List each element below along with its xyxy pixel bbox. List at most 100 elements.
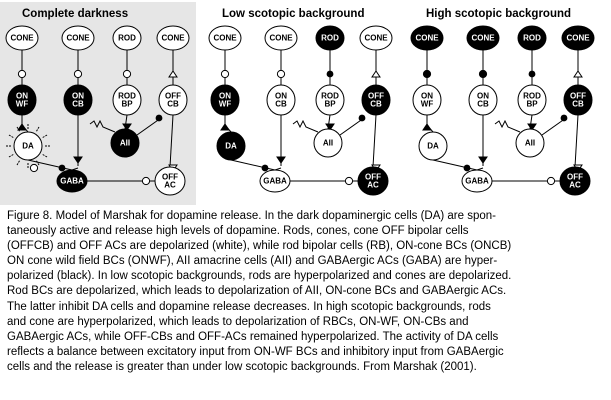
node-offcb: OFFCB <box>158 84 188 116</box>
node-rodbp-label: BP <box>526 100 538 109</box>
node-cone3-label: CONE <box>161 34 185 43</box>
dopamine-release-ray <box>36 125 40 132</box>
node-gaba-shape <box>259 169 291 193</box>
offcb-axon <box>372 114 377 168</box>
panel-title: Complete darkness <box>22 8 128 20</box>
node-offcb-label: OFF <box>165 92 181 101</box>
node-rod: ROD <box>315 25 345 51</box>
node-cone2: CONE <box>61 25 95 51</box>
node-gaba-shape <box>461 169 493 193</box>
node-cone1-label: CONE <box>415 34 439 43</box>
node-da-shape <box>13 131 43 161</box>
node-aii: AII <box>515 128 545 158</box>
node-offac-shape <box>559 166 591 196</box>
synapse-aii-offcb <box>560 114 568 122</box>
node-oncb-label: CB <box>275 100 287 109</box>
node-onwf-shape <box>210 84 240 116</box>
node-gaba-label: GABA <box>60 177 84 186</box>
node-offac-label: OFF <box>365 173 381 182</box>
node-da-label: DA <box>427 142 439 151</box>
node-offcb-label: CB <box>572 100 584 109</box>
onwf-da-connection <box>224 124 232 133</box>
dopamine-release-ray <box>42 134 49 138</box>
synapse-rodbp-aii <box>325 123 335 131</box>
node-onwf: ONWF <box>210 84 240 116</box>
node-aii-shape <box>110 128 140 158</box>
node-cone1: CONE <box>410 25 444 51</box>
node-offac-label: AC <box>569 181 581 190</box>
node-offcb-shape <box>361 84 391 116</box>
synapse-rod-rodbp <box>326 70 334 78</box>
caption-line: (OFFCB) and OFF ACs are depolarized (whi… <box>7 240 512 253</box>
aii-offcb-connection <box>136 117 162 136</box>
node-rod: ROD <box>112 25 142 51</box>
node-offac-label: AC <box>367 181 379 190</box>
node-cone1-shape <box>5 25 39 51</box>
node-cone3-shape <box>561 25 595 51</box>
node-rod-shape <box>315 25 345 51</box>
node-gaba: GABA <box>56 169 88 193</box>
synapse-cone-onwf-filled <box>423 70 431 78</box>
node-onwf-label: ON <box>16 92 28 101</box>
synapse-gaba-da <box>463 164 471 172</box>
caption-line: The latter inhibit DA cells and dopamine… <box>7 300 491 313</box>
node-cone1: CONE <box>5 25 39 51</box>
synapse-gaba-da <box>261 164 269 172</box>
gap-junction-oncb-aii <box>494 119 521 133</box>
node-oncb-label: CB <box>72 100 84 109</box>
node-onwf-label: ON <box>421 92 433 101</box>
node-da: DA <box>13 131 43 161</box>
node-cone3: CONE <box>156 25 190 51</box>
node-cone3: CONE <box>359 25 393 51</box>
node-offac-label: OFF <box>162 173 178 182</box>
node-aii-label: AII <box>525 139 535 148</box>
synapse-offac-gaba <box>141 176 151 186</box>
figure-caption: Figure 8. Model of Marshak for dopamine … <box>7 209 607 395</box>
synapse-cone-offcb <box>573 70 583 78</box>
node-onwf-label: WF <box>421 100 434 109</box>
node-offcb-shape <box>563 84 593 116</box>
offcb-axon <box>574 114 579 168</box>
node-oncb-label: ON <box>477 92 489 101</box>
caption-line: taneously active and release high levels… <box>7 225 469 238</box>
node-cone1-label: CONE <box>10 34 34 43</box>
node-rodbp-label: BP <box>121 100 133 109</box>
node-offcb-label: OFF <box>570 92 586 101</box>
node-cone3-shape <box>156 25 190 51</box>
synapse-cone-oncb <box>73 69 83 79</box>
synapse-cone-oncb-filled <box>479 70 487 78</box>
offcb-axon <box>169 114 174 168</box>
node-offac-shape <box>357 166 389 196</box>
synapse-cone-onwf <box>17 69 27 79</box>
node-oncb-label: ON <box>275 92 287 101</box>
node-da: DA <box>418 131 448 161</box>
node-da-shape <box>418 131 448 161</box>
node-rod-label: ROD <box>523 34 541 43</box>
dopamine-release-ray <box>7 134 14 138</box>
synapse-cone-onwf <box>220 69 230 79</box>
node-cone2-shape <box>61 25 95 51</box>
node-cone2-shape <box>466 25 500 51</box>
node-cone2-label: CONE <box>269 34 293 43</box>
node-offcb-label: OFF <box>368 92 384 101</box>
dopamine-release-ray <box>16 160 20 167</box>
node-cone1-shape <box>410 25 444 51</box>
node-rodbp-label: ROD <box>321 92 339 101</box>
node-offcb-label: CB <box>370 100 382 109</box>
caption-line: polarized (black). In low scotopic backg… <box>7 270 512 283</box>
node-rodbp-shape <box>112 84 142 116</box>
synapse-cone-offcb <box>371 70 381 78</box>
node-offcb: OFFCB <box>361 84 391 116</box>
node-aii-shape <box>515 128 545 158</box>
caption-line: GABAergic ACs, while OFF-CBs and OFF-ACs… <box>7 330 499 343</box>
node-cone1-label: CONE <box>213 34 237 43</box>
node-rod-shape <box>517 25 547 51</box>
